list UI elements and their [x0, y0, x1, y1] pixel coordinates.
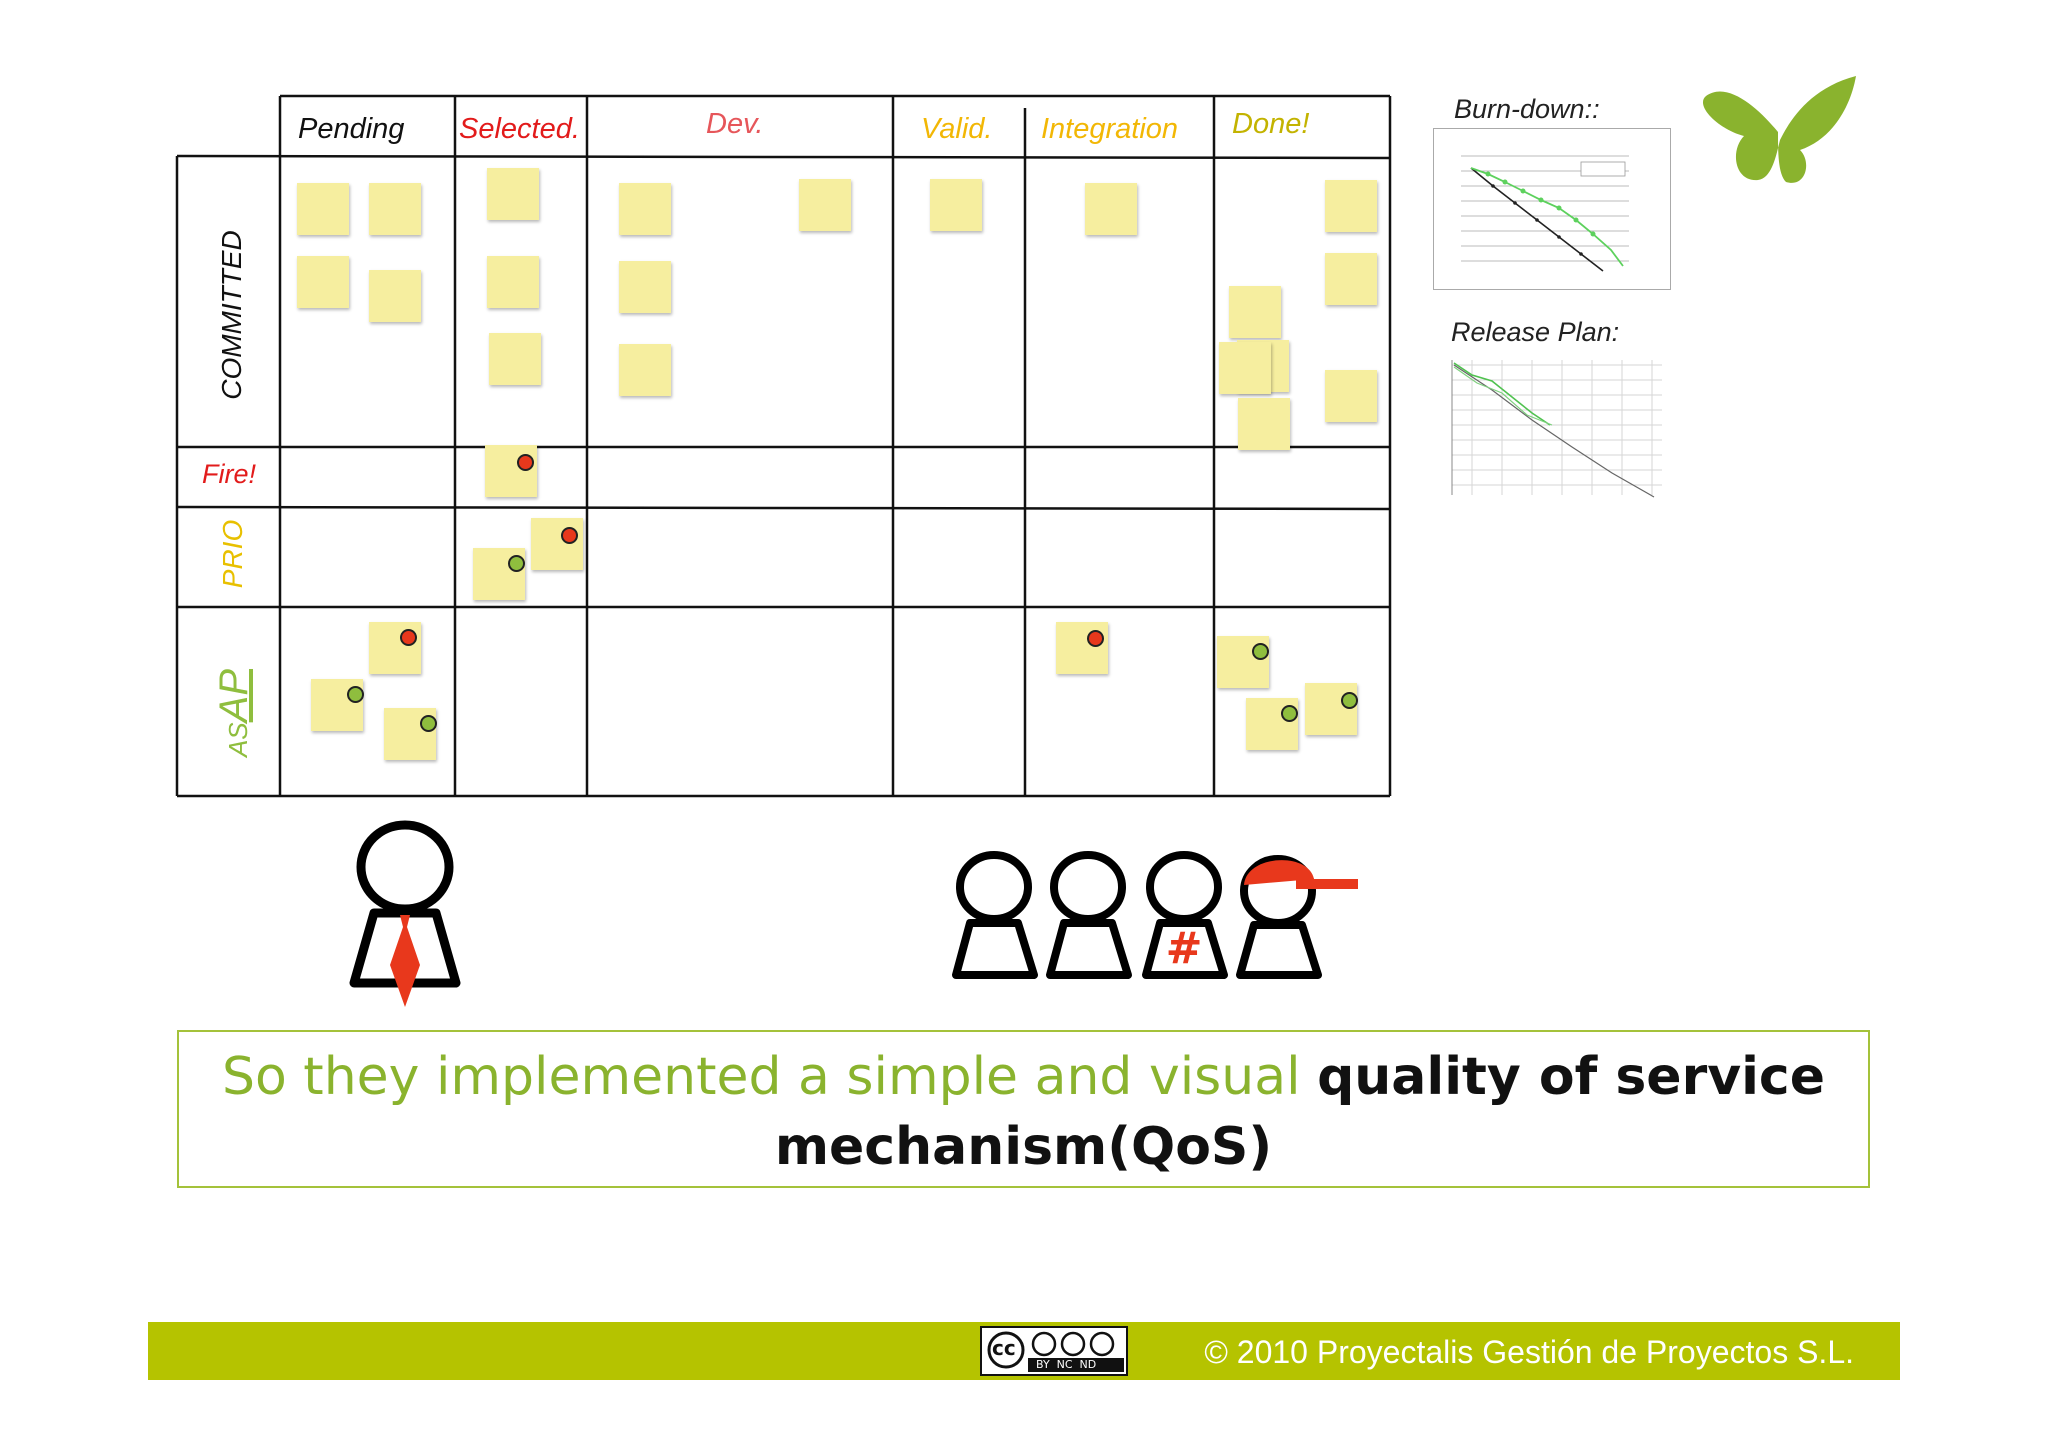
- sticky-note-asap[interactable]: [1305, 683, 1357, 735]
- manager-with-tie-icon: [349, 820, 461, 1007]
- caption-emphasis-line2: mechanism(QoS): [774, 1117, 1273, 1177]
- column-header-selected: Selected.: [459, 113, 580, 145]
- sticky-note[interactable]: [1325, 253, 1377, 305]
- sticky-note[interactable]: [1238, 398, 1290, 450]
- caption-intro-text: So they implemented a simple and visual: [221, 1047, 1318, 1107]
- sticky-note[interactable]: [1325, 180, 1377, 232]
- sticky-note[interactable]: [489, 333, 541, 385]
- creative-commons-badge[interactable]: cc BY NC ND: [980, 1326, 1128, 1376]
- sticky-note[interactable]: [1229, 286, 1281, 338]
- sticky-note[interactable]: [930, 179, 982, 231]
- sticky-note[interactable]: [1325, 370, 1377, 422]
- row-header-fire: Fire!: [202, 459, 256, 489]
- caption-box: So they implemented a simple and visual …: [177, 1030, 1870, 1188]
- green-priority-dot: [420, 715, 437, 732]
- green-priority-dot: [1252, 643, 1269, 660]
- release-plan-title: Release Plan:: [1451, 317, 1620, 347]
- column-header-valid: Valid.: [921, 113, 993, 145]
- sticky-note[interactable]: [1085, 183, 1137, 235]
- row-header-asap-ap: AP: [212, 668, 256, 723]
- green-priority-dot: [1341, 692, 1358, 709]
- sticky-note[interactable]: [619, 344, 671, 396]
- column-header-integration: Integration: [1041, 113, 1179, 145]
- column-header-done: Done!: [1232, 108, 1310, 140]
- sticky-note[interactable]: [297, 183, 349, 235]
- cc-terms: BY NC ND: [1036, 1358, 1097, 1371]
- sticky-note-priority[interactable]: [531, 518, 583, 570]
- footer-bar: cc BY NC ND © 2010 Proyectalis Gestión d…: [148, 1322, 1900, 1380]
- row-header-asap-as: AS: [223, 722, 253, 758]
- red-priority-dot: [517, 454, 534, 471]
- row-header-asap: ASAP: [212, 648, 258, 778]
- sticky-note[interactable]: [1219, 342, 1271, 394]
- column-header-dev: Dev.: [706, 108, 764, 140]
- green-priority-dot: [347, 686, 364, 703]
- sticky-note-asap[interactable]: [1056, 622, 1108, 674]
- column-header-pending: Pending: [298, 113, 405, 145]
- team-members-icon: #: [952, 851, 1358, 979]
- row-header-committed: COMMITTED: [216, 230, 247, 400]
- caption-emphasis-line1: quality of service: [1317, 1047, 1826, 1107]
- green-priority-dot: [1281, 705, 1298, 722]
- burndown-chart-thumbnail: [1433, 128, 1671, 290]
- creative-commons-icon: [987, 1331, 1124, 1372]
- sticky-note[interactable]: [619, 261, 671, 313]
- sticky-note-urgent[interactable]: [485, 445, 537, 497]
- sticky-note[interactable]: [619, 183, 671, 235]
- butterfly-logo-icon: [1702, 76, 1856, 183]
- release-plan-chart-thumbnail: [1451, 360, 1662, 498]
- sticky-note[interactable]: [297, 256, 349, 308]
- sticky-note[interactable]: [799, 179, 851, 231]
- green-priority-dot: [508, 555, 525, 572]
- red-priority-dot: [561, 527, 578, 544]
- red-priority-dot: [1087, 630, 1104, 647]
- row-header-prio: PRIO: [217, 519, 248, 589]
- sticky-note[interactable]: [369, 270, 421, 322]
- sticky-note[interactable]: [369, 183, 421, 235]
- sticky-note[interactable]: [487, 168, 539, 220]
- cc-label: cc: [992, 1336, 1016, 1360]
- sticky-note[interactable]: [487, 256, 539, 308]
- burndown-title: Burn-down::: [1454, 94, 1600, 124]
- svg-text:#: #: [1166, 923, 1203, 974]
- red-priority-dot: [400, 629, 417, 646]
- copyright-text: © 2010 Proyectalis Gestión de Proyectos …: [1204, 1334, 1854, 1370]
